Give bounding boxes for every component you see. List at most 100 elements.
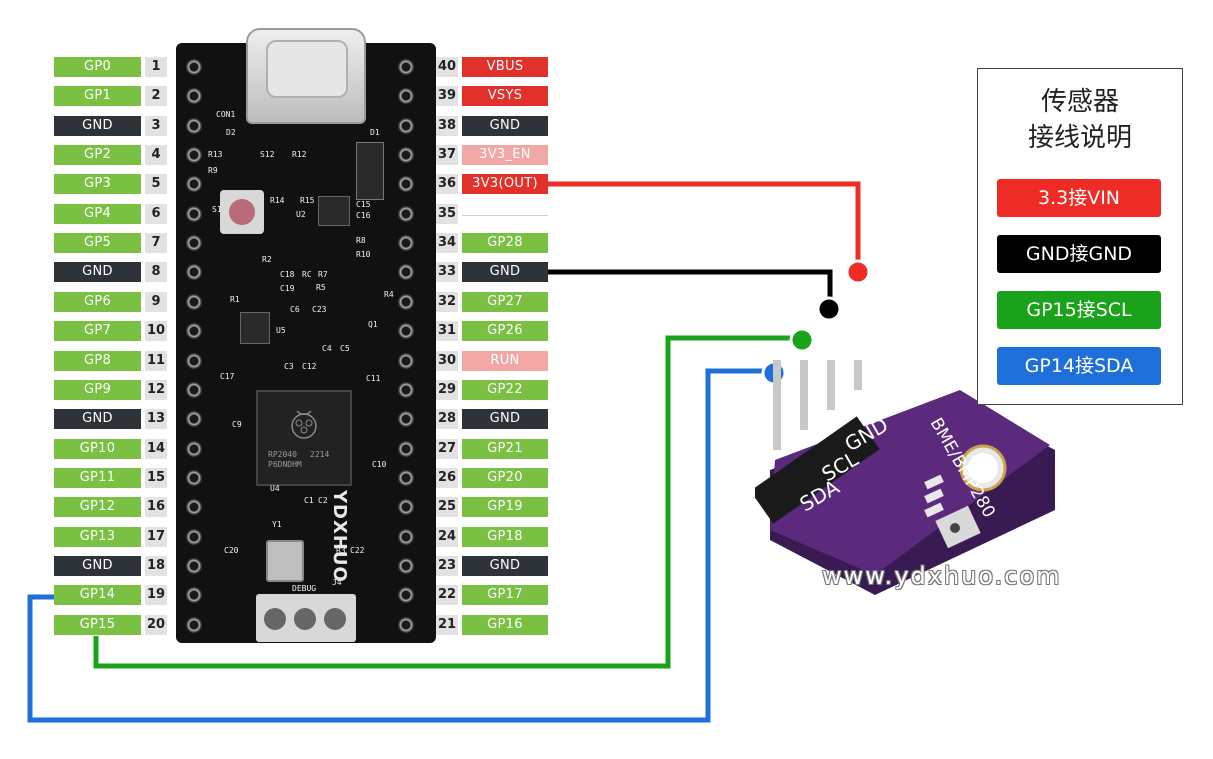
- silk-label: C16: [356, 211, 371, 220]
- pin-hole: [186, 323, 202, 340]
- silk-label: C17: [220, 372, 235, 381]
- wire-sda: [27, 368, 774, 723]
- legend-title-line-2: 接线说明: [1027, 123, 1132, 153]
- left-pin-number-6: 6: [145, 203, 167, 224]
- silk-label: J4: [332, 578, 342, 587]
- silk-label: C4: [322, 344, 332, 353]
- silk-label: R10: [356, 250, 371, 259]
- pin-hole: [186, 616, 202, 633]
- right-pin-number-22: 22: [436, 585, 458, 606]
- pin-hole: [398, 528, 414, 545]
- silk-label: C18: [280, 270, 295, 279]
- pin-hole: [398, 381, 414, 398]
- right-pin-number-26: 26: [436, 467, 458, 488]
- pin-hole: [186, 147, 202, 164]
- left-pin-number-11: 11: [145, 350, 167, 371]
- right-pin-label-34: GP28: [462, 233, 548, 254]
- left-pin-label-11: GP8: [54, 350, 141, 371]
- right-pin-number-25: 25: [436, 497, 458, 518]
- left-pin-number-14: 14: [145, 438, 167, 459]
- right-pin-number-32: 32: [436, 291, 458, 312]
- left-pin-number-7: 7: [145, 233, 167, 254]
- pin-hole: [186, 352, 202, 369]
- left-pin-label-1: GP0: [54, 57, 141, 77]
- silk-label: C19: [280, 284, 295, 293]
- pin-hole: [186, 557, 202, 574]
- wire-vin: [548, 181, 861, 272]
- right-pin-label-22: GP17: [462, 585, 548, 606]
- pin-hole: [398, 469, 414, 486]
- pin-hole: [398, 88, 414, 105]
- right-pin-label-36: 3V3(OUT): [462, 174, 548, 195]
- silk-label: R9: [208, 166, 218, 175]
- right-pin-number-36: 36: [436, 174, 458, 195]
- pin-hole: [186, 264, 202, 281]
- left-pin-number-13: 13: [145, 409, 167, 430]
- left-pin-label-14: GP10: [54, 438, 141, 459]
- left-pin-number-20: 20: [145, 614, 167, 635]
- raspberry-logo-icon: [291, 410, 317, 439]
- legend-item-3: GP14接SDA: [997, 347, 1161, 385]
- pin-hole: [398, 616, 414, 633]
- pin-hole: [398, 411, 414, 428]
- chip-text-line-1: RP2040: [268, 450, 297, 459]
- silk-label: R4: [384, 290, 394, 299]
- left-pin-number-12: 12: [145, 379, 167, 400]
- left-pin-label-5: GP3: [54, 174, 141, 195]
- left-pin-label-4: GP2: [54, 145, 141, 166]
- left-pin-label-13: GND: [54, 409, 141, 430]
- silk-label: C6: [290, 305, 300, 314]
- silk-label: R1: [230, 295, 240, 304]
- right-pin-number-35: 35: [436, 203, 458, 224]
- pin-hole: [398, 587, 414, 604]
- silk-label: U5: [276, 326, 286, 335]
- silk-label: R3: [336, 546, 346, 555]
- right-pin-number-40: 40: [436, 57, 458, 77]
- pin-hole: [186, 176, 202, 193]
- left-pin-label-3: GND: [54, 115, 141, 136]
- left-pin-number-17: 17: [145, 526, 167, 547]
- pin-hole: [398, 117, 414, 134]
- rp2040-chip: RP2040 2214 P6DNDHM: [256, 390, 352, 486]
- left-pin-label-20: GP15: [54, 614, 141, 635]
- wire-end-gnd: [816, 296, 842, 322]
- pin-hole: [186, 469, 202, 486]
- right-pin-label-25: GP19: [462, 497, 548, 518]
- left-pin-number-15: 15: [145, 467, 167, 488]
- board-brand: YDXHUO: [329, 490, 350, 583]
- right-pin-number-31: 31: [436, 321, 458, 342]
- pin-hole: [398, 176, 414, 193]
- right-pin-number-24: 24: [436, 526, 458, 547]
- left-pin-number-3: 3: [145, 115, 167, 136]
- right-pin-number-27: 27: [436, 438, 458, 459]
- wire-scl: [93, 335, 800, 669]
- right-pin-number-37: 37: [436, 145, 458, 166]
- silk-label: C3: [284, 362, 294, 371]
- chip-u2: [318, 196, 350, 226]
- pin-hole: [186, 205, 202, 222]
- silk-label: Q1: [368, 320, 378, 329]
- wire-end-vin: [845, 259, 871, 285]
- wire-gnd: [548, 269, 833, 308]
- right-pin-label-38: GND: [462, 115, 548, 136]
- pin-hole: [398, 440, 414, 457]
- pin-hole: [186, 235, 202, 252]
- pin-hole: [398, 352, 414, 369]
- chip-text-line-3: P6DNDHM: [268, 460, 302, 469]
- chip-u5: [240, 312, 270, 344]
- silk-label: R13: [208, 150, 223, 159]
- pin-hole: [398, 323, 414, 340]
- silk-label: C12: [302, 362, 317, 371]
- pin-hole: [186, 499, 202, 516]
- right-pin-label-30: RUN: [462, 350, 548, 371]
- right-pin-label-29: GP22: [462, 379, 548, 400]
- left-pin-number-1: 1: [145, 57, 167, 77]
- pin-hole: [398, 499, 414, 516]
- pin-hole: [398, 293, 414, 310]
- silk-label: R15: [300, 196, 315, 205]
- right-pin-label-33: GND: [462, 262, 548, 283]
- left-pin-label-17: GP13: [54, 526, 141, 547]
- left-pin-label-15: GP11: [54, 467, 141, 488]
- button-s1: [220, 190, 264, 234]
- right-pin-number-23: 23: [436, 555, 458, 576]
